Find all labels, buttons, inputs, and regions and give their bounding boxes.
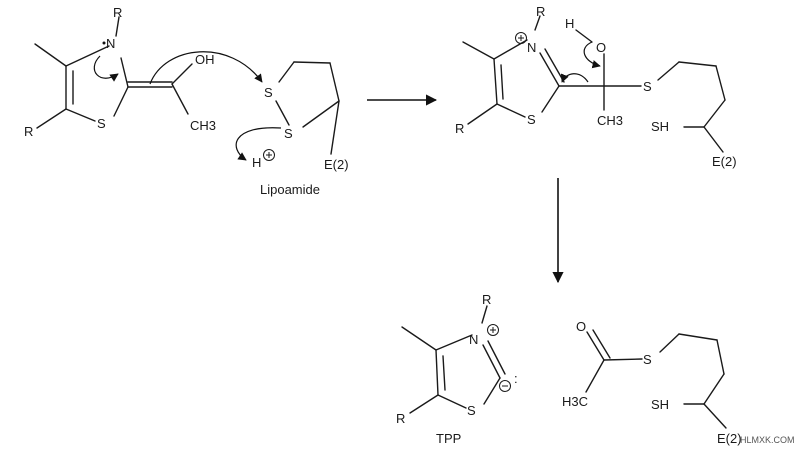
hydroxyl-o: O xyxy=(596,40,606,55)
r-substituent-left: R xyxy=(24,124,33,139)
watermark: HLMXK.COM xyxy=(740,435,795,445)
s-atom: S xyxy=(467,403,476,418)
s-atom-chain: S xyxy=(643,79,652,94)
curly-arrow-n xyxy=(93,55,119,82)
lipoamide-label: Lipoamide xyxy=(260,182,320,197)
sh-group: SH xyxy=(651,397,669,412)
acetyl-methyl: H3C xyxy=(562,394,588,409)
n-atom: N xyxy=(106,36,115,51)
oh-group: OH xyxy=(195,52,215,67)
n-atom-positive: N xyxy=(527,40,536,55)
curly-arrow-attack xyxy=(149,51,263,85)
s-atom: S xyxy=(97,116,106,131)
hydroxyl-h: H xyxy=(565,16,574,31)
tpp-label: TPP xyxy=(436,431,461,446)
s-atom: S xyxy=(527,112,536,127)
n-atom-positive: N xyxy=(469,332,478,347)
r-substituent-top: R xyxy=(482,292,491,307)
lone-pair-dot xyxy=(102,41,106,45)
carbanion-lone-pair: : xyxy=(514,371,518,386)
curly-arrow-cleave xyxy=(560,73,589,83)
enamine-intermediate: R N S R OH CH3 xyxy=(24,5,263,139)
e2-label: E(2) xyxy=(324,157,349,172)
r-substituent-left: R xyxy=(455,121,464,136)
r-substituent-left: R xyxy=(396,411,405,426)
adduct-structure: R N S R H O CH3 S SH E(2) xyxy=(455,4,737,169)
r-substituent-top: R xyxy=(113,5,122,20)
s-atom-upper: S xyxy=(264,85,273,100)
lipoamide-structure: S S E(2) Lipoamide H xyxy=(235,61,349,197)
sh-group: SH xyxy=(651,119,669,134)
methyl-label: CH3 xyxy=(597,113,623,128)
tpp-ylide-structure: R N : S R TPP xyxy=(396,292,518,446)
r-substituent-top: R xyxy=(536,4,545,19)
curly-arrow-proton xyxy=(235,127,282,161)
thioester-s: S xyxy=(643,352,652,367)
carbonyl-o: O xyxy=(576,319,586,334)
curly-arrow-oh xyxy=(583,41,601,69)
e2-label: E(2) xyxy=(712,154,737,169)
methyl-label: CH3 xyxy=(190,118,216,133)
e2-label: E(2) xyxy=(717,431,742,446)
proton-h: H xyxy=(252,155,261,170)
s-atom-lower: S xyxy=(284,126,293,141)
acetyl-dihydrolipoamide-structure: O S H3C SH E(2) xyxy=(562,319,742,446)
